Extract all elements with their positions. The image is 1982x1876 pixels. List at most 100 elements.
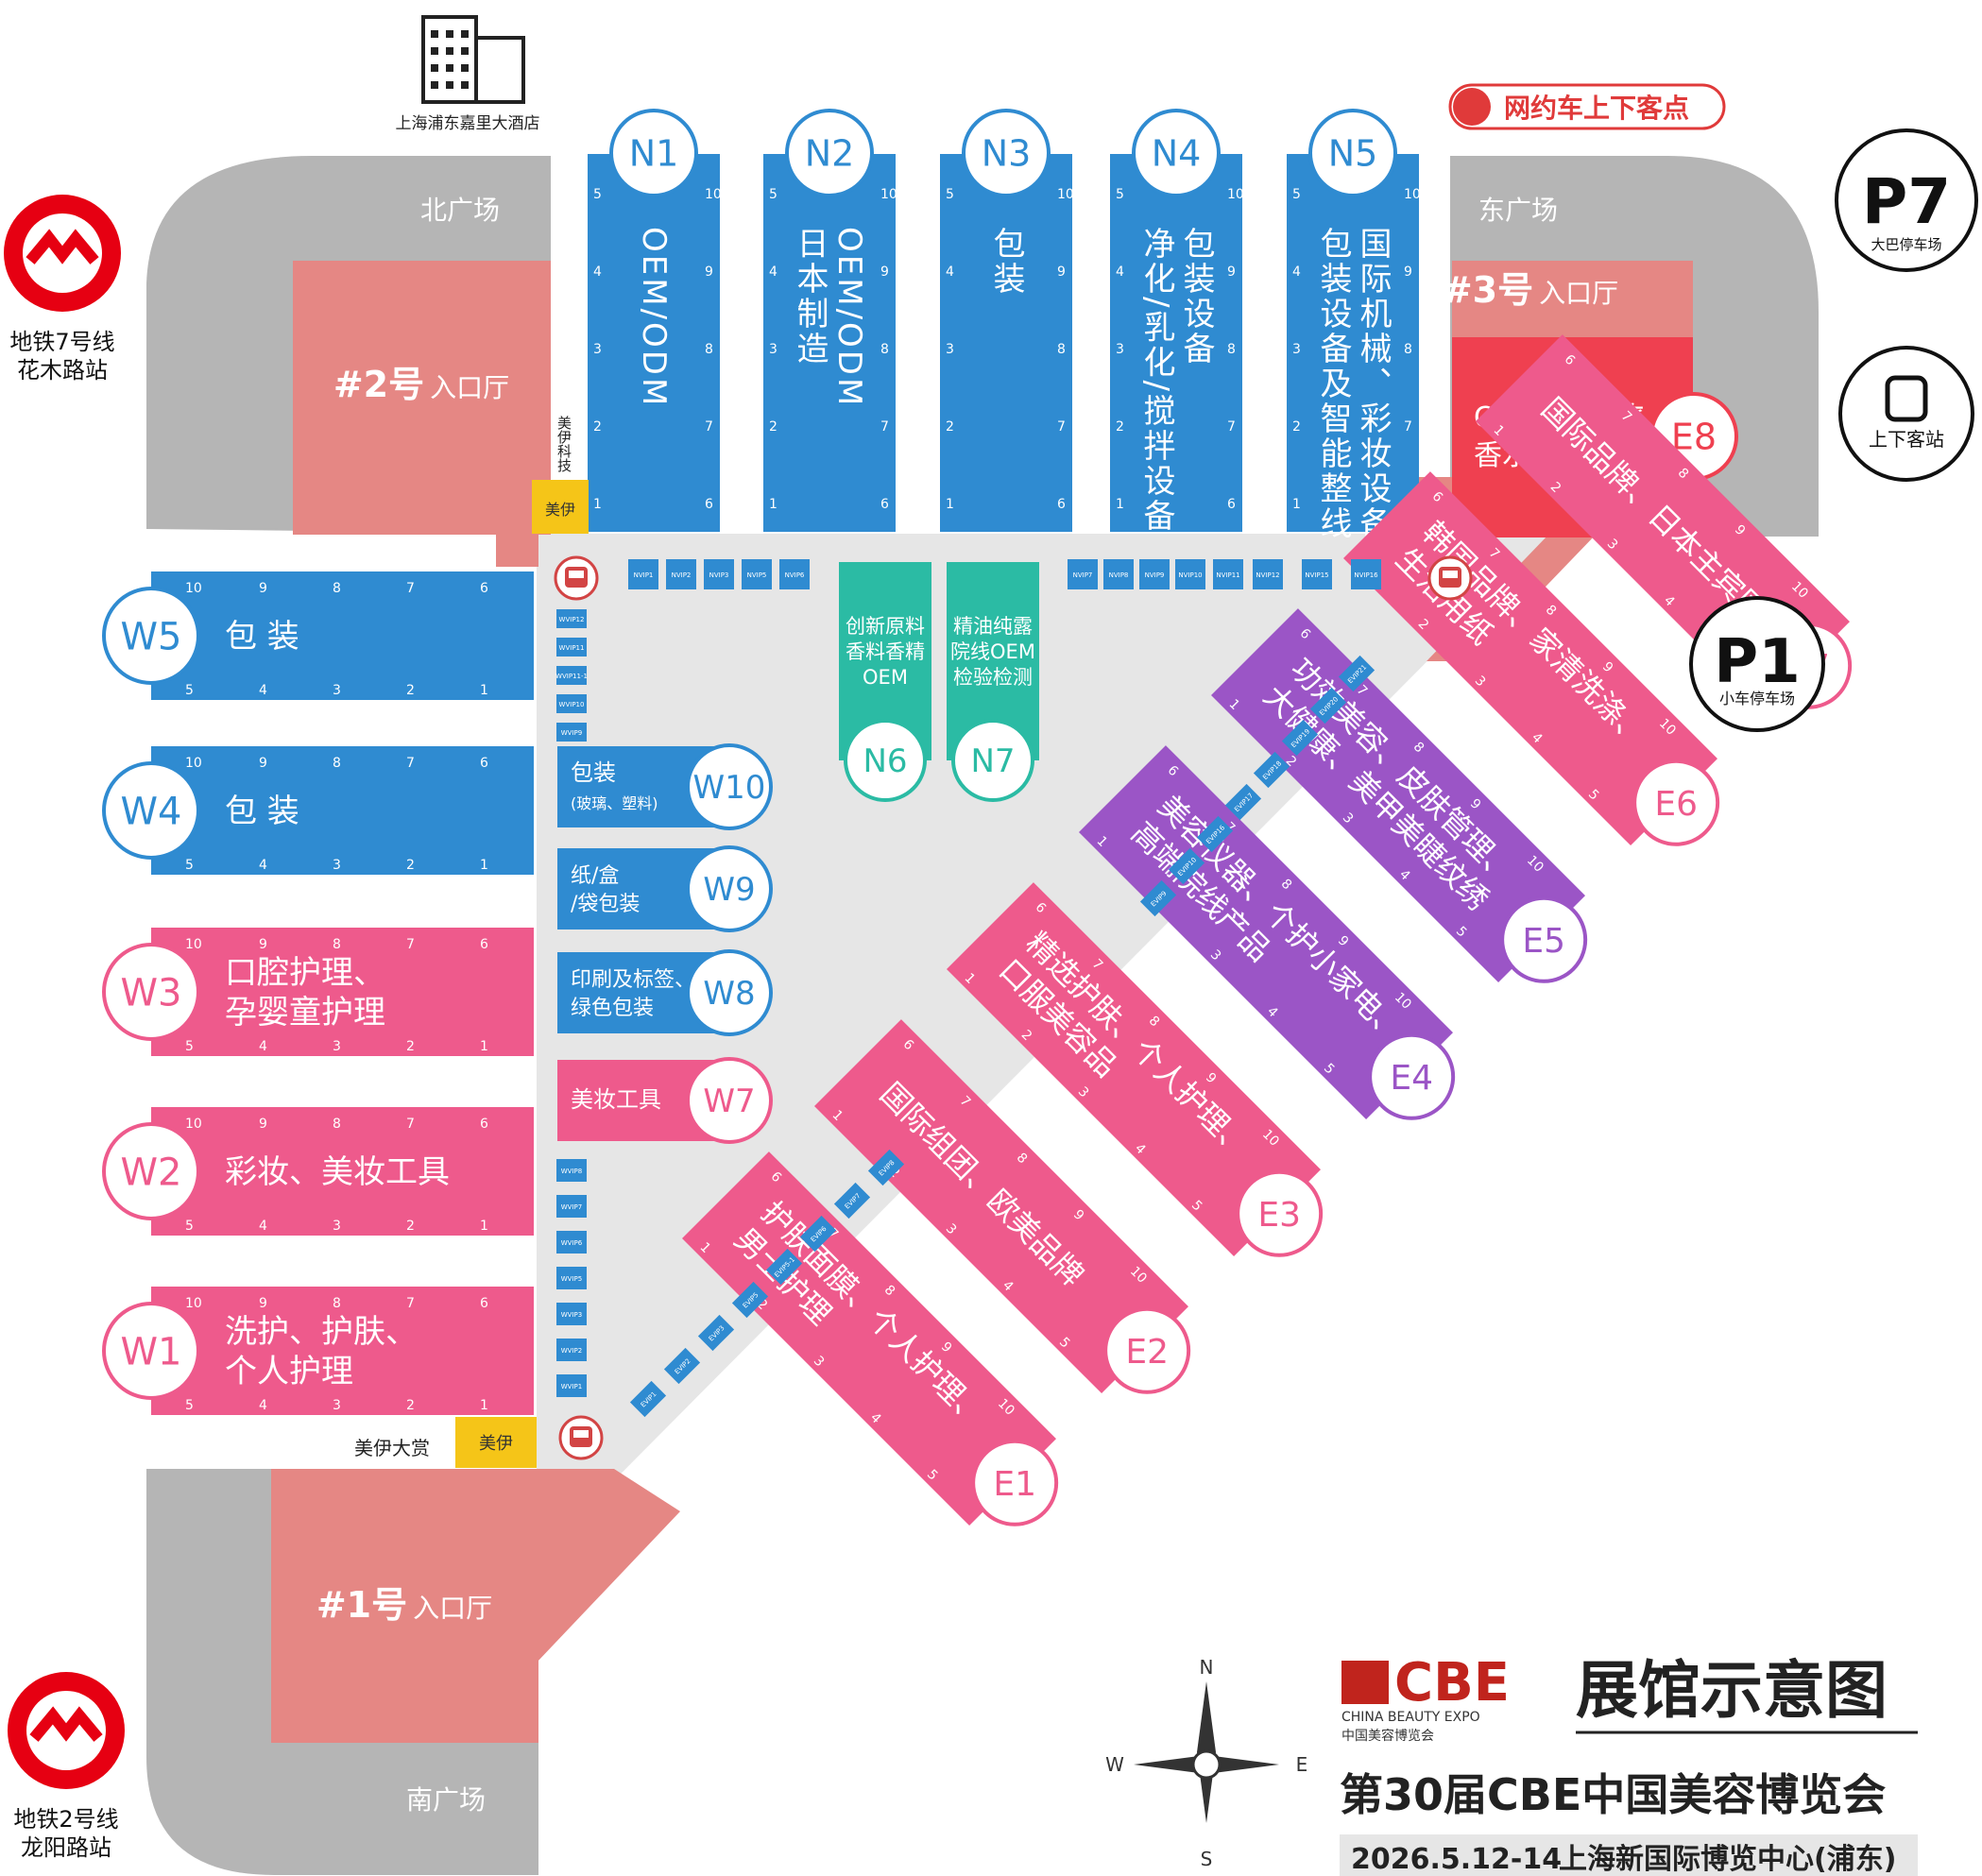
vip-room: EVIP16 [1196,815,1234,853]
ride-hailing-label: 网约车上下客点 [1504,93,1689,124]
booth-number: 3 [593,342,602,357]
vip-room: EVIP21 [1338,655,1375,692]
vip-room-block [1351,559,1381,589]
vip-room-block [697,1314,735,1352]
hall-topic-line: 彩妆、美妆工具 [225,1153,450,1191]
hall-block [151,746,534,875]
booth-number: 3 [333,1039,341,1054]
vip-room-block [1168,847,1205,885]
booth-number: 2 [406,683,415,698]
vip-room-block [556,666,587,685]
east-plaza-label: 东广场 [1478,195,1558,226]
vip-room: EVIP19 [1281,719,1319,757]
booth-number: 10 [185,581,202,596]
hall-badge [609,109,698,197]
booth-number: 9 [1404,264,1412,280]
hall-badge [102,943,200,1041]
booth-number: 5 [185,683,194,698]
vip-room: NVIP11 [1213,559,1243,589]
vip-room-block [1302,559,1332,589]
booth-number: 5 [946,187,954,202]
vip-room: WVIP2 [556,1339,587,1361]
vip-room: NVIP5 [742,559,772,589]
bus-stop-icon [1885,375,1928,422]
hall-block [682,1151,1056,1526]
booth-number: 6 [1227,497,1236,512]
booth-number: 6 [480,1117,488,1132]
metro-station-name: 花木路站 [17,357,108,384]
vip-room-label: WVIP9 [561,729,582,737]
vip-room-label: WVIP5 [561,1275,582,1283]
hall-badge [785,109,874,197]
hall-badge-label: E5 [1522,922,1565,961]
vip-room-block [1103,559,1134,589]
booth-number: 7 [880,419,889,435]
vip-room-label: WVIP1 [561,1383,582,1390]
booth-number: 4 [259,858,267,873]
vip-room: NVIP16 [1351,559,1381,589]
vip-room-block [556,1374,587,1397]
booth-number: 2 [406,858,415,873]
hall-block [151,1107,534,1236]
booth-number: 8 [1057,342,1066,357]
hall-badge-label: N5 [1328,133,1378,175]
hall-topic-line: 香料香精 [846,640,925,663]
hall-badge [962,109,1051,197]
booth-number: 6 [705,497,713,512]
hotel-window [446,64,453,72]
hall-badge [686,949,773,1036]
vip-room: EVIP18 [1253,751,1290,789]
vip-room-label: WVIP7 [561,1203,582,1211]
vip-room-block [556,694,587,713]
vip-room: WVIP11-1 [555,666,588,685]
vip-room-label: NVIP12 [1256,571,1279,579]
parking-p7 [1835,128,1978,272]
booth-number: 5 [593,187,602,202]
hall-block [814,1019,1188,1394]
vip-room-block [1196,815,1234,853]
vip-room-block [704,559,734,589]
hall-badge-label: W7 [703,1083,755,1120]
hall-topic-line: /袋包装 [571,893,640,916]
booth-number: 4 [946,264,954,280]
booth-number: 10 [705,187,722,202]
metro-station-name: 龙阳路站 [21,1834,111,1861]
vip-room-label: NVIP10 [1178,571,1202,579]
vip-room-block [1224,783,1262,821]
vip-room: EVIP1 [629,1380,667,1418]
vip-room-block [629,1380,667,1418]
vip-room-label: NVIP9 [1145,571,1165,579]
vip-room-label: NVIP3 [709,571,729,579]
vip-room-label: NVIP1 [634,571,654,579]
metro-line-name: 地铁7号线 [9,329,114,355]
booth-number: 7 [406,1296,415,1311]
vip-room: WVIP11 [556,638,587,657]
north-plaza-label: 北广场 [420,195,500,226]
hall-badge [102,761,200,860]
booth-number: 7 [406,1117,415,1132]
vip-room: EVIP20 [1309,687,1347,725]
hall-topic-line: 包装设备 [1177,227,1215,367]
booth-number: 4 [259,1219,267,1234]
meiyi-logo-icon: 美伊 [545,501,575,519]
vip-room-label: WVIP3 [561,1311,582,1319]
vip-room-block [1309,687,1347,725]
hall-badge-label: E4 [1390,1059,1433,1098]
hall-topic-line: 包 装 [225,618,299,656]
exhibition-halls: 54321109876OEM/ODMN154321109876OEM/ODM日本… [102,109,1853,1526]
booth-number: 3 [333,683,341,698]
booth-number: 3 [1292,342,1301,357]
vip-room-block [556,609,587,628]
booth-number: 5 [185,858,194,873]
booth-number: 9 [880,264,889,280]
entrance-label-3: #1号入口厅 [316,1584,492,1626]
vip-room-block [765,1248,803,1286]
hall-block [1110,154,1242,532]
hotel-window [461,64,469,72]
hall-block [1211,608,1585,983]
date-venue-bar [1340,1834,1918,1876]
hall-badge [844,719,927,802]
